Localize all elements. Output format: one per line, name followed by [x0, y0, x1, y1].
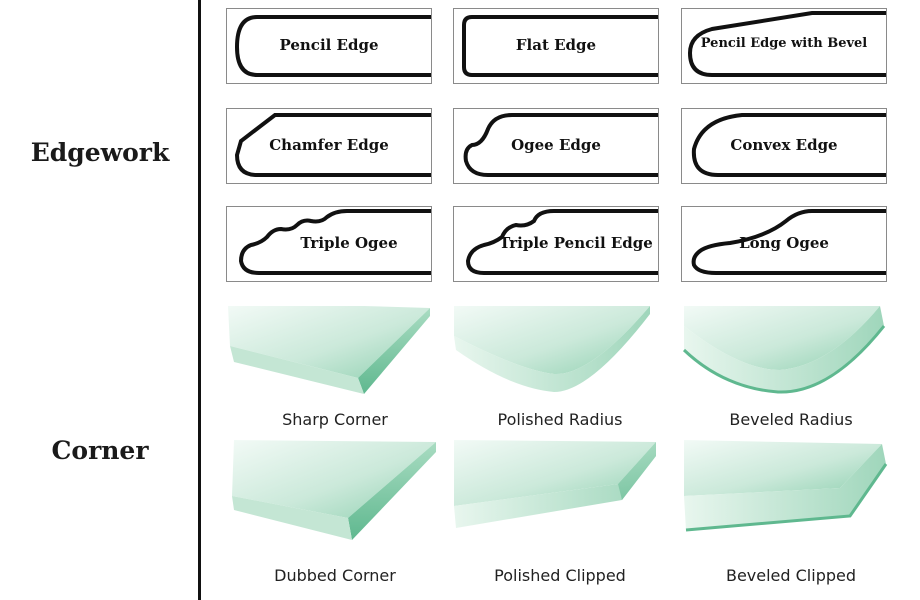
corner-section-label: Corner [51, 436, 149, 465]
polished-clipped-item: Polished Clipped [450, 436, 680, 586]
vertical-divider [198, 0, 201, 600]
pencil-edge-bevel-profile [687, 11, 886, 77]
corner-label: Dubbed Corner [274, 566, 396, 585]
corner-label: Polished Clipped [494, 566, 626, 585]
chamfer-edge-card: Chamfer Edge [226, 108, 432, 184]
ogee-edge-card: Ogee Edge [453, 108, 659, 184]
polished-radius-item: Polished Radius [450, 300, 680, 450]
triple-pencil-edge-card: Triple Pencil Edge [453, 206, 659, 282]
pencil-edge-card: Pencil Edge [226, 8, 432, 84]
edgework-section-label: Edgework [30, 138, 170, 167]
triple-ogee-card: Triple Ogee [226, 206, 432, 282]
beveled-clipped-illustration [684, 440, 888, 532]
dubbed-corner-item: Dubbed Corner [224, 436, 454, 586]
beveled-radius-item: Beveled Radius [680, 300, 910, 450]
convex-edge-profile [691, 113, 886, 177]
flat-edge-card: Flat Edge [453, 8, 659, 84]
edge-label: Ogee Edge [511, 136, 601, 154]
pencil-edge-bevel-card: Pencil Edge with Bevel [681, 8, 887, 84]
ogee-edge-profile [463, 113, 658, 177]
edge-label: Long Ogee [739, 234, 829, 252]
long-ogee-profile [691, 209, 886, 275]
sharp-corner-illustration [228, 306, 430, 394]
sharp-corner-item: Sharp Corner [224, 300, 454, 450]
corner-label: Beveled Radius [729, 410, 853, 429]
flat-edge-profile [462, 15, 658, 77]
edge-label: Pencil Edge [279, 36, 379, 54]
polished-clipped-illustration [454, 440, 656, 528]
corner-label: Sharp Corner [282, 410, 388, 429]
dubbed-corner-illustration [232, 440, 436, 540]
edge-label: Chamfer Edge [269, 136, 389, 154]
edge-label: Pencil Edge with Bevel [700, 36, 868, 51]
convex-edge-card: Convex Edge [681, 108, 887, 184]
pencil-edge-profile [234, 15, 431, 77]
edge-label: Flat Edge [515, 36, 597, 54]
edge-label: Convex Edge [730, 136, 838, 154]
polished-radius-illustration [454, 306, 650, 392]
corner-label: Beveled Clipped [725, 566, 857, 585]
edge-label: Triple Ogee [300, 234, 398, 252]
beveled-clipped-item: Beveled Clipped [680, 436, 910, 586]
chamfer-edge-profile [234, 113, 431, 177]
beveled-radius-illustration [682, 306, 886, 394]
triple-ogee-profile [238, 209, 431, 275]
triple-pencil-edge-profile [465, 209, 658, 275]
corner-label: Polished Radius [497, 410, 623, 429]
edge-label: Triple Pencil Edge [499, 234, 653, 252]
long-ogee-card: Long Ogee [681, 206, 887, 282]
